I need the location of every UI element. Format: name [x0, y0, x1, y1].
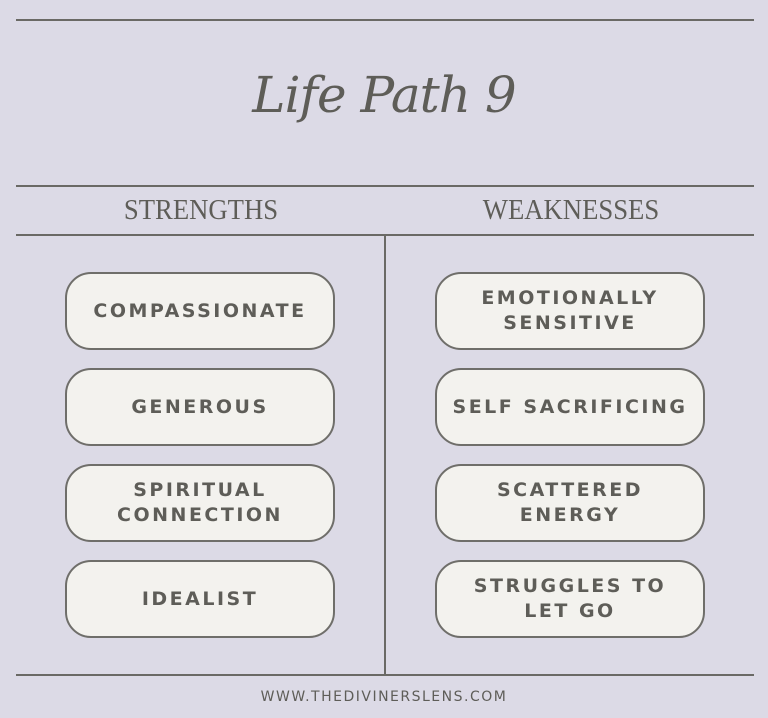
bottom-divider [16, 674, 754, 676]
weakness-item: SCATTERED ENERGY [435, 464, 705, 542]
weaknesses-heading: WEAKNESSES [482, 194, 660, 226]
footer-url: WWW.THEDIVINERSLENS.COM [260, 689, 508, 705]
strength-item: IDEALIST [65, 560, 335, 638]
strengths-heading: STRENGTHS [123, 194, 279, 226]
page-title: Life Path 9 [252, 66, 516, 124]
weakness-item: EMOTIONALLY SENSITIVE [435, 272, 705, 350]
strength-item: SPIRITUAL CONNECTION [65, 464, 335, 542]
weakness-item: STRUGGLES TO LET GO [435, 560, 705, 638]
header-top-divider [16, 185, 754, 187]
top-divider [16, 19, 754, 21]
strength-item: GENEROUS [65, 368, 335, 446]
weakness-item: SELF SACRIFICING [435, 368, 705, 446]
column-divider [384, 235, 386, 675]
strength-item: COMPASSIONATE [65, 272, 335, 350]
